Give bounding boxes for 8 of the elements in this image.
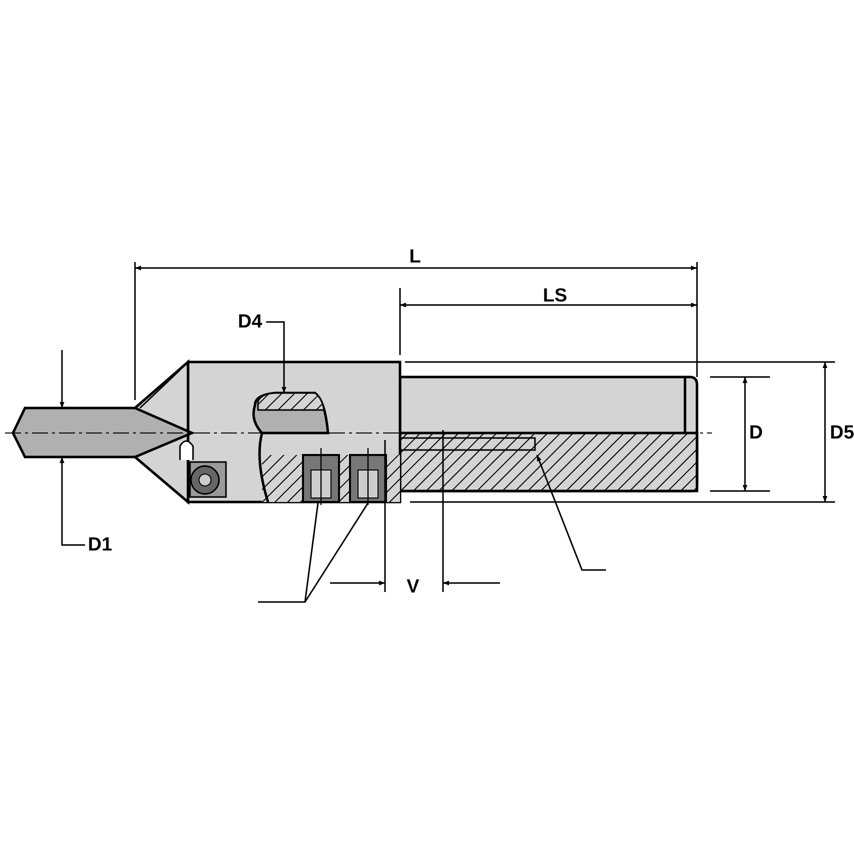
dimension-label: LS — [542, 286, 568, 306]
dimension-label: L — [409, 248, 421, 266]
dimension-label: D4 — [238, 312, 262, 332]
dimension-label: D5 — [830, 424, 854, 442]
dimension-label: D1 — [88, 536, 112, 554]
dimension-label: V — [406, 578, 420, 596]
dimension-label: D — [749, 424, 763, 442]
leader-line — [266, 321, 286, 393]
